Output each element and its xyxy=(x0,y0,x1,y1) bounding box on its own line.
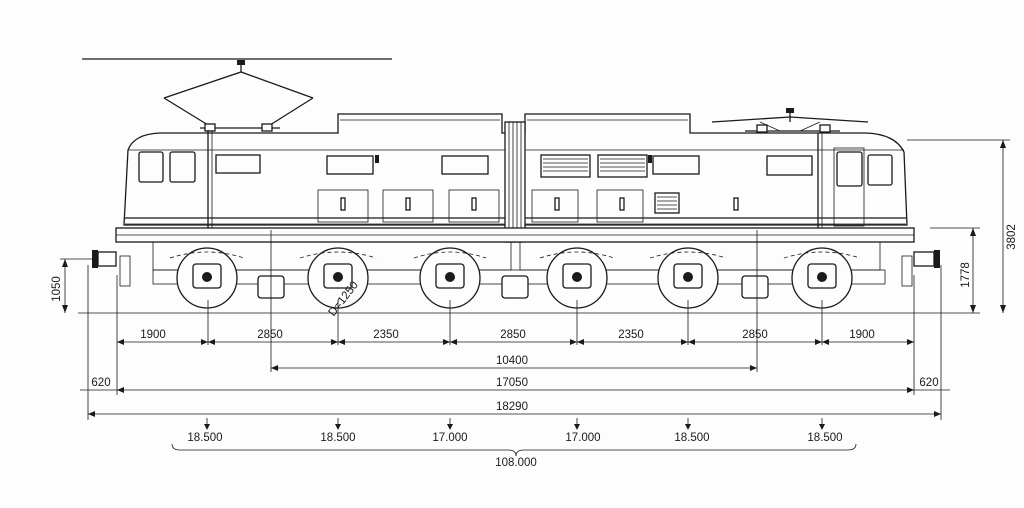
dim-overall: 18290 xyxy=(496,401,528,413)
axle-load-4: 17.000 xyxy=(565,432,600,444)
dim-1: 1900 xyxy=(140,329,166,341)
dim-3: 2350 xyxy=(373,329,399,341)
pantograph-right xyxy=(711,108,869,133)
wheelset-6 xyxy=(791,247,853,309)
extension-lines xyxy=(87,230,942,420)
dim-bogie-pivots: 10400 xyxy=(496,355,528,367)
vent-grille-2 xyxy=(597,154,648,178)
wheelset-4 xyxy=(546,247,608,309)
pantograph-left xyxy=(163,60,314,132)
dim-buffer-left: 620 xyxy=(91,377,110,389)
dimension-chain: 1900 2850 2350 2850 2350 2850 1900 10400… xyxy=(80,329,950,417)
wheelset-1 xyxy=(176,247,238,309)
running-gear: D=1250 xyxy=(169,247,861,319)
vent-grille-1 xyxy=(540,154,591,178)
wheelset-2 xyxy=(307,247,369,309)
dim-5: 2350 xyxy=(618,329,644,341)
axle-load-2: 18.500 xyxy=(320,432,355,444)
vent-grille-3 xyxy=(654,192,680,214)
axle-load-5: 18.500 xyxy=(674,432,709,444)
axle-loads: 18.500 18.500 17.000 17.000 18.500 18.50… xyxy=(171,418,857,469)
dim-4: 2850 xyxy=(500,329,526,341)
total-weight: 108.000 xyxy=(495,457,537,469)
dim-height-total: 3802 xyxy=(1006,224,1018,250)
vertical-dimensions: 3802 1778 1050 xyxy=(51,139,1018,313)
dim-height-frame: 1778 xyxy=(960,262,972,288)
dim-buffers-inner: 17050 xyxy=(496,377,528,389)
axle-load-6: 18.500 xyxy=(807,432,842,444)
wheelset-3 xyxy=(419,247,481,309)
locomotive-body xyxy=(123,113,908,243)
dim-buffer-right: 620 xyxy=(919,377,938,389)
dim-2: 2850 xyxy=(257,329,283,341)
axle-load-1: 18.500 xyxy=(187,432,222,444)
axle-load-3: 17.000 xyxy=(432,432,467,444)
dim-6: 2850 xyxy=(742,329,768,341)
dim-height-buffer: 1050 xyxy=(51,276,63,302)
dim-7: 1900 xyxy=(849,329,875,341)
wheelset-5 xyxy=(657,247,719,309)
